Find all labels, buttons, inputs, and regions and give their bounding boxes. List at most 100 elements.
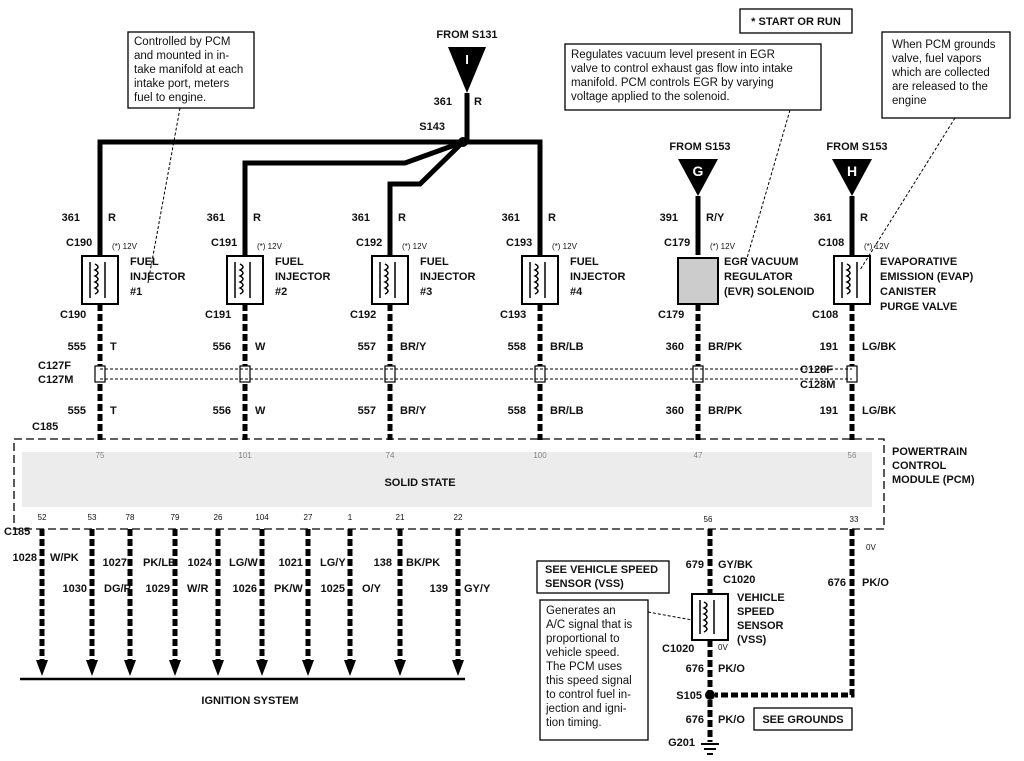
ignition-pin-26: 26 [214, 513, 223, 522]
see-vss-line2: SENSOR (VSS) [545, 578, 624, 590]
evap-wire-num-lower: 191 [820, 405, 838, 417]
evap-wire-color-upper: LG/BK [862, 341, 896, 353]
egr-note-line3: manifold. PCM controls EGR by varying [571, 77, 774, 89]
injector-note-line2: and mounted in in- [134, 50, 229, 62]
ignition-wire-color-7: O/Y [362, 583, 382, 595]
evap-note-line1: When PCM grounds [892, 39, 996, 51]
ignition-wire-color-6: LG/Y [320, 557, 346, 569]
ignition-pin-78: 78 [126, 513, 135, 522]
from-s153-h-label: FROM S153 [826, 141, 887, 153]
inj2-inline-connector [239, 365, 251, 383]
ignition-wire-num-7: 1025 [321, 583, 345, 595]
egr-note-leader [744, 109, 791, 266]
see-grounds-box[interactable] [753, 707, 853, 731]
injector-note-line4: intake port, meters [134, 78, 229, 90]
inj3-coil-icon [379, 262, 396, 298]
from-s131-label: FROM S131 [436, 29, 497, 41]
inj1-wire-num-upper: 555 [68, 341, 86, 353]
inj1-voltage-label: (*) 12V [112, 242, 138, 251]
c1020-bottom-label: C1020 [662, 643, 694, 655]
inj4-voltage-label: (*) 12V [552, 242, 578, 251]
ignition-wire-color-4: LG/W [229, 557, 258, 569]
see-vss-box[interactable] [536, 560, 670, 594]
inj2-wire-num-lower: 556 [213, 405, 231, 417]
vss-ov-label: 0V [718, 643, 728, 652]
vss-note-line9: tion timing. [546, 717, 602, 729]
evap-name-line4: PURGE VALVE [880, 301, 957, 313]
evr-solenoid-body [677, 257, 719, 305]
ignition-arrow-icon-2 [124, 660, 136, 676]
pcm-solid-state-shading [22, 452, 872, 507]
ignition-wire-color-8: BK/PK [406, 557, 440, 569]
injector-note-line1: Controlled by PCM [134, 36, 231, 48]
ignition-system-label: IGNITION SYSTEM [201, 695, 298, 707]
inj2-connector-top: C191 [211, 237, 237, 249]
inj2-connector-bottom: C191 [205, 309, 231, 321]
inj2-body [226, 255, 264, 305]
inj2-supply-color: R [253, 212, 261, 224]
connector-g-triangle [678, 159, 718, 196]
c128m-label: C128M [800, 379, 835, 391]
inj3-voltage-label: (*) 12V [402, 242, 428, 251]
solid-state-label: SOLID STATE [384, 477, 455, 489]
wire-676-gnd-color: PK/O [718, 714, 745, 726]
ignition-arrow-icon-1 [86, 660, 98, 676]
inj4-wire-color-upper: BR/LB [550, 341, 584, 353]
pcm-name-line3: MODULE (PCM) [892, 474, 975, 486]
inj3-connector-top: C192 [356, 237, 382, 249]
ignition-arrow-icon-5 [256, 660, 268, 676]
vss-note-line5: The PCM uses [546, 661, 622, 673]
splice-s105-label: S105 [676, 690, 702, 702]
inj4-name-line3: #4 [570, 286, 583, 298]
ignition-wire-num-9: 139 [430, 583, 448, 595]
inj1-connector-top: C190 [66, 237, 92, 249]
evr-name-line3: (EVR) SOLENOID [724, 286, 815, 298]
c1020-top-label: C1020 [723, 574, 755, 586]
ignition-pin-22: 22 [454, 513, 463, 522]
evr-supply-color: R/Y [706, 212, 725, 224]
evap-note-line5: engine [892, 95, 927, 107]
inj4-connector-bottom: C193 [500, 309, 526, 321]
ignition-wire-color-9: GY/Y [464, 583, 491, 595]
ignition-wire-num-2: 1027 [103, 557, 127, 569]
inj4-wire-num-lower: 558 [508, 405, 526, 417]
supply-wire-inj1 [97, 139, 463, 255]
ignition-wire-num-3: 1029 [146, 583, 170, 595]
evap-coil-icon [841, 262, 858, 298]
pcm-name-line1: POWERTRAIN [892, 446, 967, 458]
ignition-wire-color-1: DG/P [104, 583, 131, 595]
start-or-run-box [739, 8, 853, 34]
evap-wire-num-upper: 191 [820, 341, 838, 353]
c128f-label: C128F [800, 364, 833, 376]
inj3-inline-connector [384, 365, 396, 383]
injector-note-line5: fuel to engine. [134, 92, 206, 104]
ignition-pin-27: 27 [304, 513, 313, 522]
wire-676-vss-num: 676 [686, 663, 704, 675]
c185-bottom-label: C185 [4, 526, 30, 538]
ignition-wire-color-3: W/R [187, 583, 208, 595]
c185-top-label: C185 [32, 421, 58, 433]
vss-note-line6: this speed signal [546, 675, 632, 687]
ignition-pin-79: 79 [171, 513, 180, 522]
vss-name-line4: (VSS) [737, 634, 767, 646]
ignition-pin-52: 52 [38, 513, 47, 522]
inj3-body [371, 255, 409, 305]
supply-wire-inj4 [463, 139, 543, 255]
vss-name-line2: SPEED [737, 606, 774, 618]
vss-ov-right: 0V [866, 543, 876, 552]
inj3-wire-num-lower: 557 [358, 405, 376, 417]
vss-pin-56: 56 [704, 515, 713, 524]
injector-note-line3: take manifold at each [134, 64, 243, 76]
connector-i-triangle [448, 47, 486, 93]
inj4-coil-icon [529, 262, 546, 298]
vss-coil-icon [699, 600, 715, 634]
ignition-arrow-icon-3 [169, 660, 181, 676]
inj3-name-line1: FUEL [420, 256, 449, 268]
ignition-wire-num-5: 1026 [233, 583, 257, 595]
inj1-inline-connector [94, 365, 106, 383]
egr-note-line4: voltage applied to the solenoid. [571, 91, 730, 103]
c127f-label: C127F [38, 360, 71, 372]
egr-note-line2: valve to control exhaust gas flow into i… [571, 63, 793, 75]
inj2-name-line3: #2 [275, 286, 287, 298]
ignition-pin-21: 21 [396, 513, 405, 522]
